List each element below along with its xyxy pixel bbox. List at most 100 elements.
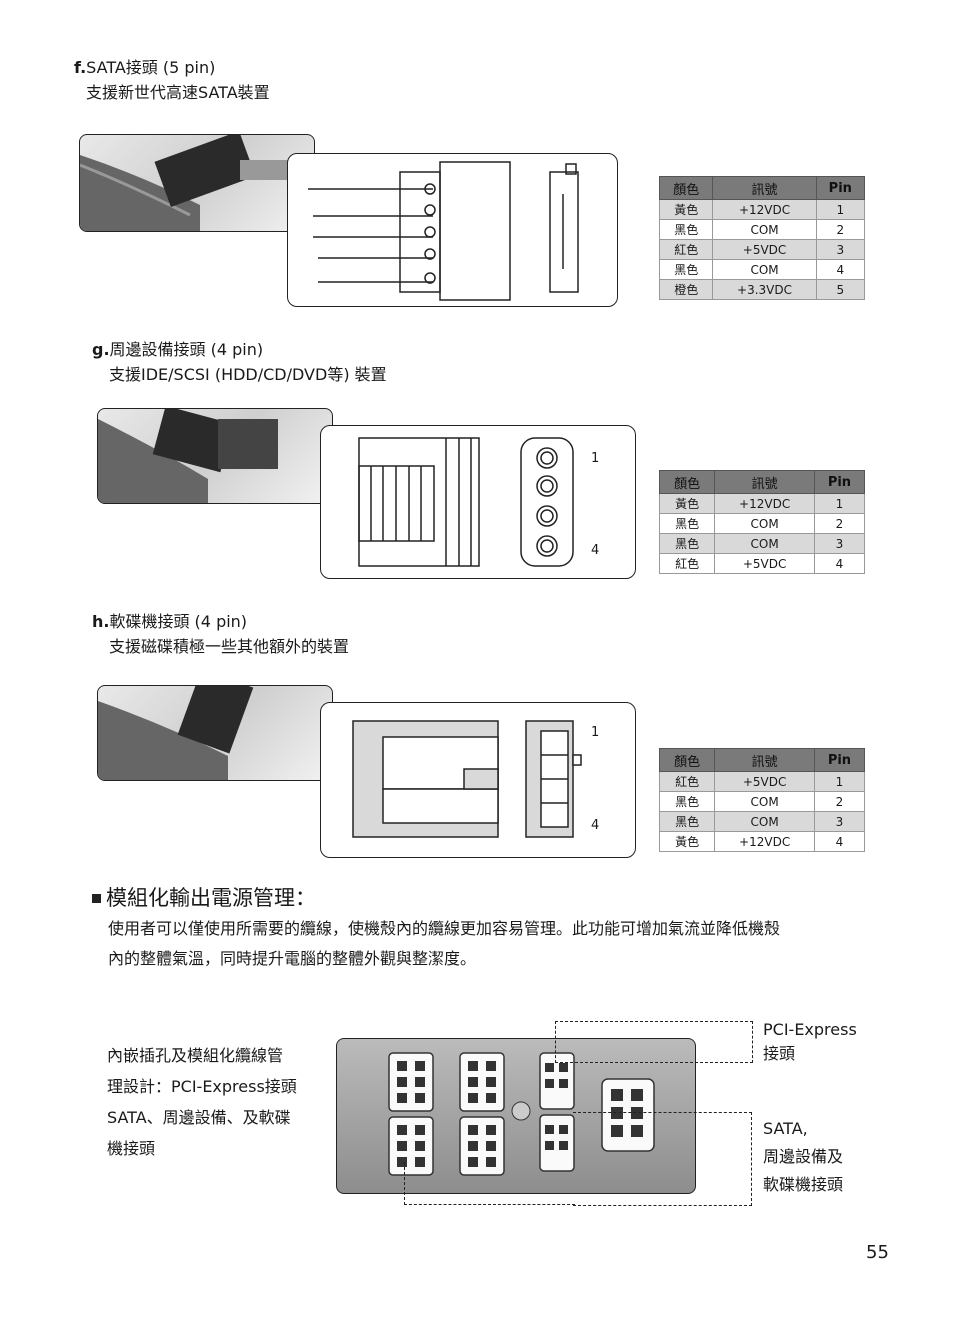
floppy-diagram: 1 4 bbox=[320, 702, 636, 858]
cell-pin: 5 bbox=[815, 279, 866, 300]
modular-heading: 模組化輸出電源管理： bbox=[106, 886, 316, 910]
cell-pin: 3 bbox=[813, 533, 866, 554]
cell-signal: COM bbox=[712, 219, 817, 240]
col-header-color: 顏色 bbox=[658, 748, 716, 772]
cell-color: 黑色 bbox=[658, 219, 714, 240]
modular-note-line: 理設計：PCI-Express接頭 bbox=[107, 1077, 297, 1096]
modular-para-2: 內的整體氣溫，同時提升電腦的整體外觀與整潔度。 bbox=[108, 949, 477, 968]
pcie-callout-label: PCI-Express 接頭 bbox=[763, 1018, 857, 1066]
cell-pin: 3 bbox=[815, 239, 866, 260]
cell-signal: +5VDC bbox=[712, 239, 817, 260]
section-g-letter: g. bbox=[92, 340, 110, 359]
cell-pin: 4 bbox=[813, 553, 866, 574]
cell-signal: +5VDC bbox=[714, 771, 815, 792]
col-header-signal: 訊號 bbox=[714, 470, 815, 494]
col-header-pin: Pin bbox=[813, 470, 866, 494]
modular-para-1: 使用者可以僅使用所需要的纜線，使機殼內的纜線更加容易管理。此功能可增加氣流並降低… bbox=[108, 919, 781, 938]
cell-color: 黑色 bbox=[658, 791, 716, 812]
sata-callout-line-2: 周邊設備及 bbox=[763, 1147, 844, 1166]
cell-color: 橙色 bbox=[658, 279, 714, 300]
modular-panel-photo bbox=[336, 1038, 696, 1194]
page-number: 55 bbox=[866, 1242, 889, 1263]
cell-signal: COM bbox=[714, 791, 815, 812]
modular-note-line: 機接頭 bbox=[107, 1139, 156, 1158]
sata-diagram bbox=[287, 153, 618, 307]
section-f-letter: f. bbox=[74, 58, 87, 77]
cell-pin: 2 bbox=[815, 219, 866, 240]
cell-signal: COM bbox=[714, 533, 815, 554]
col-header-color: 顏色 bbox=[658, 176, 714, 200]
section-g-desc: 支援IDE/SCSI (HDD/CD/DVD等) 裝置 bbox=[109, 365, 387, 384]
cell-pin: 4 bbox=[815, 259, 866, 280]
cell-signal: +3.3VDC bbox=[712, 279, 817, 300]
section-g-title: g.周邊設備接頭 (4 pin) bbox=[92, 339, 263, 361]
bullet-square-icon bbox=[92, 894, 101, 903]
modular-note-line: 內嵌插孔及模組化纜線管 bbox=[107, 1046, 284, 1065]
pcie-callout-line bbox=[555, 1021, 753, 1063]
cell-color: 黑色 bbox=[658, 513, 716, 534]
cell-color: 黃色 bbox=[658, 831, 716, 852]
cell-signal: COM bbox=[712, 259, 817, 280]
pin-label-last: 4 bbox=[591, 543, 600, 558]
floppy-cable-photo bbox=[97, 685, 333, 781]
modular-note-line: SATA、周邊設備、及軟碟 bbox=[107, 1108, 291, 1127]
section-h-title-text: 軟碟機接頭 (4 pin) bbox=[109, 612, 248, 631]
cell-color: 黃色 bbox=[658, 199, 714, 220]
cell-signal: +12VDC bbox=[712, 199, 817, 220]
col-header-signal: 訊號 bbox=[714, 748, 815, 772]
pin-label-first: 1 bbox=[591, 451, 600, 466]
pcie-callout-line-1: PCI-Express bbox=[763, 1020, 857, 1039]
cell-signal: +5VDC bbox=[714, 553, 815, 574]
cell-color: 黑色 bbox=[658, 259, 714, 280]
cell-pin: 2 bbox=[813, 513, 866, 534]
sata-callout-line-1: SATA, bbox=[763, 1119, 808, 1138]
cell-signal: +12VDC bbox=[714, 831, 815, 852]
cell-signal: COM bbox=[714, 513, 815, 534]
cell-color: 黃色 bbox=[658, 493, 716, 514]
col-header-signal: 訊號 bbox=[712, 176, 817, 200]
section-h-title: h.軟碟機接頭 (4 pin) bbox=[92, 611, 247, 633]
cell-color: 黑色 bbox=[658, 533, 716, 554]
sata-cable-photo bbox=[79, 134, 315, 232]
cell-color: 紅色 bbox=[658, 239, 714, 260]
section-g-title-text: 周邊設備接頭 (4 pin) bbox=[109, 340, 264, 359]
section-f-desc: 支援新世代高速SATA裝置 bbox=[86, 83, 270, 102]
connector-callout-line bbox=[404, 1162, 575, 1205]
cell-pin: 4 bbox=[813, 831, 866, 852]
col-header-color: 顏色 bbox=[658, 470, 716, 494]
section-f-title: f.SATA接頭 (5 pin) bbox=[74, 57, 215, 79]
col-header-pin: Pin bbox=[813, 748, 866, 772]
cell-color: 紅色 bbox=[658, 553, 716, 574]
cell-pin: 3 bbox=[813, 811, 866, 832]
cell-pin: 1 bbox=[813, 493, 866, 514]
cell-pin: 1 bbox=[813, 771, 866, 792]
cell-signal: +12VDC bbox=[714, 493, 815, 514]
cell-pin: 2 bbox=[813, 791, 866, 812]
sata-callout-label: SATA, 周邊設備及 軟碟機接頭 bbox=[763, 1115, 843, 1199]
section-f-title-text: SATA接頭 (5 pin) bbox=[86, 58, 216, 77]
section-h-desc: 支援磁碟積極一些其他額外的裝置 bbox=[109, 637, 350, 656]
cell-color: 黑色 bbox=[658, 811, 716, 832]
cell-signal: COM bbox=[714, 811, 815, 832]
section-h-letter: h. bbox=[92, 612, 110, 631]
peripheral-cable-photo bbox=[97, 408, 333, 504]
peripheral-diagram: 1 4 bbox=[320, 425, 636, 579]
cell-pin: 1 bbox=[815, 199, 866, 220]
cell-color: 紅色 bbox=[658, 771, 716, 792]
